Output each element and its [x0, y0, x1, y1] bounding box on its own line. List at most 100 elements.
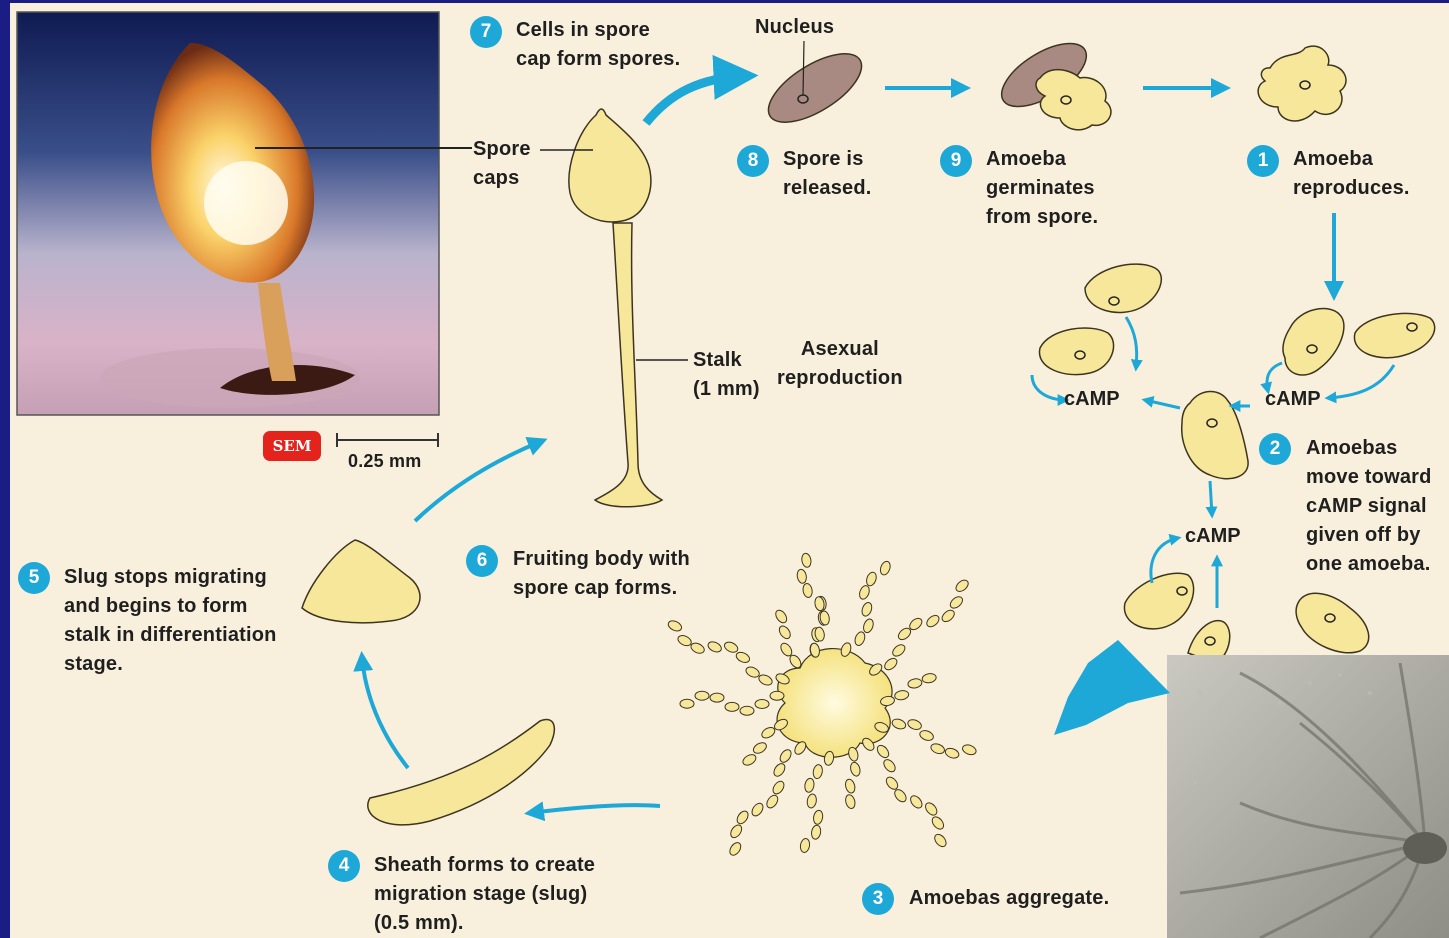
camp-label-lower: cAMP: [1185, 525, 1241, 548]
step-9-number: 9: [940, 145, 972, 177]
step-1-label: Amoeba reproduces.: [1293, 145, 1410, 203]
sem-micrograph: [17, 12, 472, 415]
aggregating-amoeba: [948, 594, 965, 610]
aggregating-amoeba: [801, 553, 812, 568]
germinating-spore: [992, 31, 1111, 130]
aggregating-amoeba: [882, 757, 898, 774]
aggregating-amoeba: [844, 794, 856, 810]
aggregating-amoeba: [771, 779, 786, 796]
step-9-label: Amoeba germinates from spore.: [986, 145, 1098, 232]
aggregating-amoeba: [667, 619, 683, 633]
aggregating-amoeba: [858, 584, 871, 600]
aggregating-amoeba: [770, 691, 784, 700]
diagram-title: Asexual reproduction: [777, 335, 903, 393]
step-5-number: 5: [18, 562, 50, 594]
aggregating-amoeba: [922, 673, 937, 684]
aggregating-amoeba: [796, 569, 807, 584]
aggregating-amoeba: [728, 841, 743, 858]
step-4-number: 4: [328, 850, 360, 882]
aggregating-amoeba: [932, 832, 948, 849]
aggregating-amoeba: [676, 634, 692, 648]
aggregating-amoeba: [777, 624, 792, 641]
aggregating-amoeba: [773, 608, 788, 625]
step-6-number: 6: [466, 545, 498, 577]
aggregating-amoeba: [812, 810, 823, 825]
step-7-label: Cells in spore cap form spores.: [516, 16, 680, 74]
aggregating-amoeba: [772, 762, 787, 779]
aggregating-amoeba: [930, 742, 946, 755]
released-spore: [758, 40, 872, 135]
aggregating-amoeba: [750, 801, 765, 818]
aggregation-center: [667, 553, 978, 858]
sem-badge: SEM: [263, 431, 321, 461]
aggregating-amoeba: [706, 640, 722, 654]
step-4-label: Sheath forms to create migration stage (…: [374, 851, 595, 938]
aggregating-amoeba: [925, 613, 942, 629]
aggregating-amoeba: [752, 741, 769, 756]
step-8-number: 8: [737, 145, 769, 177]
step-8-label: Spore is released.: [783, 145, 872, 203]
aggregating-amoeba: [728, 823, 743, 840]
step-7-number: 7: [470, 16, 502, 48]
aggregating-amoeba: [849, 761, 861, 777]
aggregating-amoeba: [710, 693, 724, 702]
nucleus-label: Nucleus: [755, 13, 834, 42]
aggregating-amoeba: [810, 825, 821, 840]
aggregating-amoeba: [799, 838, 810, 853]
aggregating-amoeba: [894, 690, 909, 701]
life-cycle-art: [10, 3, 1449, 938]
aggregating-amoeba: [844, 778, 856, 794]
aggregating-amoeba: [765, 793, 780, 810]
step-1-number: 1: [1247, 145, 1279, 177]
aggregating-amoeba: [961, 743, 977, 756]
camp-label-right: cAMP: [1265, 388, 1321, 411]
aggregating-amoeba: [812, 764, 823, 779]
step-2-label: Amoebas move toward cAMP signal given of…: [1306, 434, 1432, 579]
aggregating-amoeba: [875, 743, 891, 760]
aggregating-amoeba: [725, 702, 739, 711]
aggregating-amoeba: [778, 748, 793, 765]
fruiting-body: [540, 109, 688, 507]
aggregating-amoeba: [954, 578, 971, 594]
spore-caps-label: Spore caps: [473, 135, 531, 193]
aggregating-amoeba: [735, 809, 750, 826]
aggregating-amoeba: [944, 747, 960, 760]
aggregating-amoeba: [892, 787, 908, 804]
aggregating-amoeba: [860, 601, 873, 617]
aggregating-amoeba: [853, 631, 866, 647]
aggregating-amoeba: [907, 678, 922, 689]
aggregating-amoeba: [804, 778, 815, 793]
camp-label-left: cAMP: [1064, 388, 1120, 411]
aggregating-amoeba: [689, 641, 705, 655]
aggregating-amoeba: [891, 642, 908, 658]
aggregating-amoeba: [862, 618, 875, 634]
aggregating-amoeba: [884, 775, 900, 792]
aggregating-amoeba: [891, 717, 907, 730]
aggregating-amoeba: [755, 700, 769, 709]
aggregating-amoeba: [760, 725, 777, 740]
aggregating-amoeba: [802, 583, 813, 598]
aggregating-amoeba: [923, 801, 939, 818]
aggregating-amoeba: [723, 640, 739, 654]
aggregating-amoeba: [883, 656, 900, 672]
aggregating-amoeba: [741, 753, 758, 768]
aggregating-amoeba: [744, 665, 760, 679]
aggregating-amoeba: [735, 650, 751, 664]
aggregating-amoeba: [918, 729, 934, 742]
scale-label: 0.25 mm: [348, 447, 421, 476]
slug: [368, 720, 555, 825]
step-3-number: 3: [862, 883, 894, 915]
aggregating-amoeba: [865, 571, 878, 587]
aggregating-amoeba: [879, 560, 892, 576]
scale-bar: [337, 433, 438, 447]
amoeba-reproduces: [1258, 46, 1346, 121]
aggregating-amoeba: [806, 793, 817, 808]
aggregating-amoeba: [908, 794, 924, 811]
stalk-label: Stalk (1 mm): [693, 346, 760, 404]
step-2-number: 2: [1259, 433, 1291, 465]
step-3-label: Amoebas aggregate.: [909, 884, 1109, 913]
aggregating-amoeba: [906, 718, 922, 731]
step-5-label: Slug stops migrating and begins to form …: [64, 563, 277, 679]
aggregating-amoeba: [940, 608, 957, 624]
aggregating-amoeba: [680, 699, 694, 708]
